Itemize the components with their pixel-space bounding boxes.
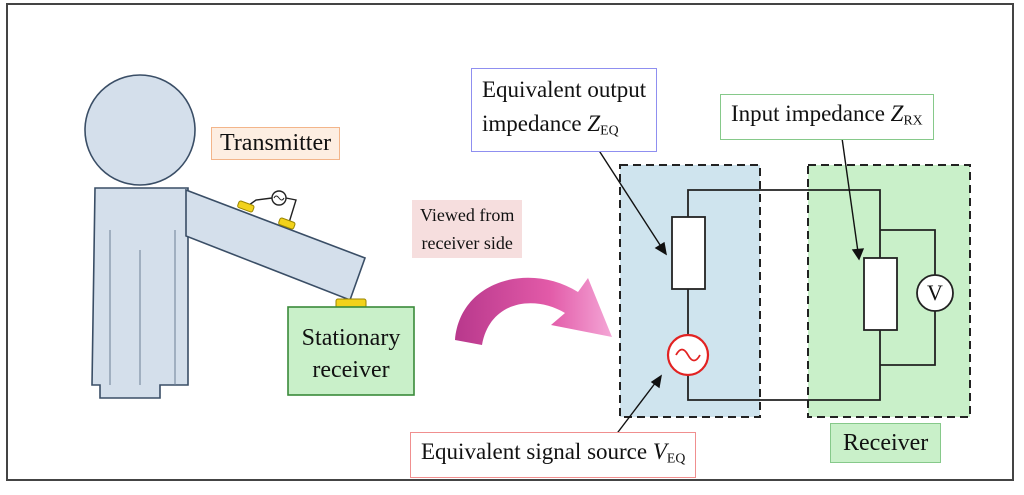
transmitter-label: Transmitter — [211, 127, 341, 160]
viewed-from-label: Viewed from receiver side — [412, 200, 523, 258]
sine-wave-icon — [675, 348, 701, 362]
viewed-from-line2: receiver side — [421, 233, 513, 253]
human-figure — [84, 74, 367, 399]
transmitter-electrode-2 — [278, 217, 296, 230]
stationary-receiver-line1: Stationary — [301, 325, 401, 351]
transmitter-device — [244, 190, 297, 227]
viewed-from-arrow — [455, 277, 612, 345]
head-shape — [84, 74, 196, 186]
arm-shape — [185, 188, 367, 302]
equivalent-output-line1: Equivalent output — [482, 77, 647, 102]
stationary-receiver-label: Stationary receiver — [288, 322, 414, 386]
voltmeter-label: V — [927, 280, 943, 305]
transmitter-wave-icon — [273, 195, 285, 201]
equivalent-output-line2: impedance ZEQ — [482, 111, 619, 138]
circuit-wires — [687, 189, 936, 401]
equivalent-output-impedance-label: Equivalent output impedance ZEQ — [471, 68, 658, 153]
transmitter-electrode-1 — [237, 200, 255, 213]
stationary-receiver-line2: receiver — [312, 357, 390, 383]
stationary-receiver-box — [287, 306, 415, 396]
input-impedance-resistor — [863, 257, 898, 331]
transmitter-equivalent-region — [619, 164, 761, 418]
voltmeter-icon — [916, 274, 954, 312]
receiver-label: Receiver — [830, 423, 942, 463]
pointer-arrows — [597, 137, 865, 441]
viewed-from-line1: Viewed from — [420, 205, 515, 225]
equivalent-output-impedance-resistor — [671, 216, 706, 290]
equivalent-signal-source-label: Equivalent signal source VEQ — [410, 432, 697, 479]
input-impedance-label: Input impedance ZRX — [720, 94, 934, 141]
